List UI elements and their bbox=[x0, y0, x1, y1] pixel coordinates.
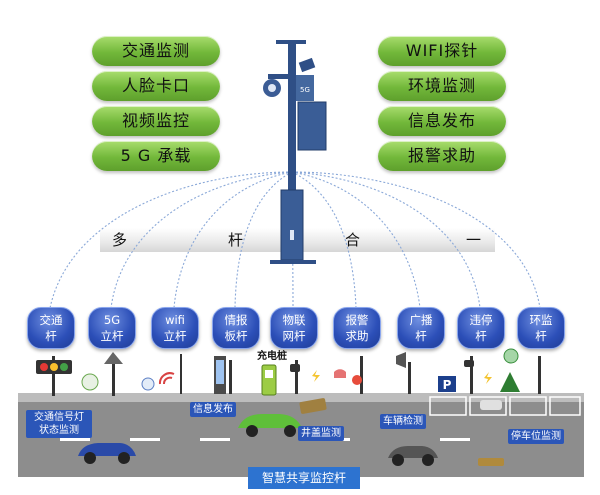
label-vehicle-detection: 车辆检测 bbox=[380, 414, 426, 429]
label-traffic-light-monitoring: 交通信号灯 状态监测 bbox=[26, 410, 92, 438]
module-info-board-pole: 情报板杆 bbox=[212, 307, 260, 349]
feature-pill-alarm-help: 报警求助 bbox=[378, 141, 506, 171]
smart-pole-icon: 5G bbox=[263, 40, 327, 264]
arc-to-module-4 bbox=[234, 171, 293, 309]
label-info-publish: 信息发布 bbox=[190, 402, 236, 417]
signal-sensor-icon bbox=[81, 373, 99, 391]
arc-to-module-8 bbox=[291, 171, 481, 309]
arc-to-module-2 bbox=[110, 171, 293, 309]
alarm-icon bbox=[352, 356, 363, 394]
module-iot-pole: 物联网杆 bbox=[270, 307, 318, 349]
diagram-title: 智慧共享监控杆 bbox=[248, 467, 360, 489]
module-environment-pole: 环监杆 bbox=[517, 307, 565, 349]
banner-char-4: 一 bbox=[466, 231, 482, 249]
feature-pill-wifi-probe: WIFI探针 bbox=[378, 36, 506, 66]
parked-car-icon bbox=[480, 400, 502, 410]
banner-char-3: 合 bbox=[345, 231, 361, 249]
parking-sign-icon: P bbox=[438, 376, 456, 392]
vintage-car-icon bbox=[388, 446, 438, 466]
siren-icon bbox=[334, 369, 346, 378]
blue-car-icon bbox=[78, 443, 136, 464]
banner-char-1: 多 bbox=[112, 231, 128, 249]
arc-to-module-1 bbox=[49, 171, 293, 309]
environment-monitor-icon bbox=[500, 348, 541, 394]
wifi-icon bbox=[158, 354, 182, 394]
arc-to-module-9 bbox=[291, 171, 541, 309]
arc-to-module-6 bbox=[291, 171, 357, 309]
person-icon bbox=[141, 377, 155, 391]
info-board-icon bbox=[214, 356, 232, 394]
feature-pill-5g-bearer: 5 G 承载 bbox=[92, 141, 220, 171]
feature-pill-info-publish: 信息发布 bbox=[378, 106, 506, 136]
module-broadcast-pole: 广播杆 bbox=[397, 307, 445, 349]
label-manhole-monitoring: 井盖监测 bbox=[298, 426, 344, 441]
no-parking-pole-icon bbox=[464, 356, 474, 394]
feature-pill-video-surveillance: 视频监控 bbox=[92, 106, 220, 136]
sidewalk-edge bbox=[18, 393, 584, 402]
charging-pile-icon bbox=[261, 364, 277, 396]
banner-char-2: 杆 bbox=[228, 231, 244, 249]
feature-pill-traffic-monitoring: 交通监测 bbox=[92, 36, 220, 66]
label-parking-monitoring: 停车位监测 bbox=[508, 429, 564, 444]
feature-pill-environment-monitoring: 环境监测 bbox=[378, 71, 506, 101]
speaker-icon bbox=[396, 352, 411, 394]
feature-pill-face-checkpoint: 人脸卡口 bbox=[92, 71, 220, 101]
traffic-light-icon bbox=[36, 356, 72, 396]
lightning-icon-2 bbox=[484, 372, 492, 384]
arc-to-module-7 bbox=[291, 171, 421, 309]
pole-5g-badge: 5G bbox=[300, 86, 310, 94]
parking-letter: P bbox=[443, 378, 452, 392]
manhole-icon bbox=[299, 398, 327, 414]
iot-pole-icon bbox=[290, 360, 300, 394]
arc-to-module-3 bbox=[173, 171, 293, 309]
manhole-icon-2 bbox=[478, 458, 504, 466]
lightning-icon bbox=[312, 370, 320, 382]
module-alarm-help: 报警求助 bbox=[333, 307, 381, 349]
module-traffic-pole: 交通杆 bbox=[27, 307, 75, 349]
5g-antenna-icon bbox=[104, 352, 123, 396]
parking-lines bbox=[429, 396, 581, 416]
module-no-parking-pole: 违停杆 bbox=[457, 307, 505, 349]
green-car-icon bbox=[238, 414, 302, 437]
label-charging-pile: 充电桩 bbox=[257, 351, 287, 362]
